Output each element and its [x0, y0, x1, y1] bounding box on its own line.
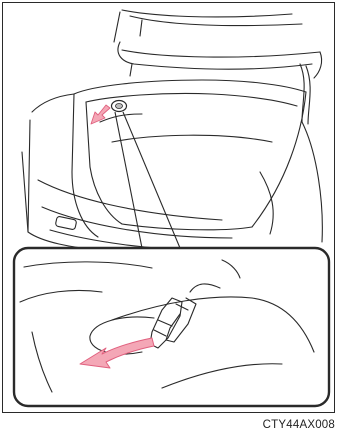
release-lever	[112, 101, 127, 112]
trunk-release-diagram	[2, 2, 335, 413]
pull-arrow-icon	[91, 105, 110, 124]
car-rear-illustration	[22, 10, 322, 250]
zoom-detail-panel	[14, 248, 329, 406]
figure-code: CTY44AX008	[263, 419, 335, 431]
